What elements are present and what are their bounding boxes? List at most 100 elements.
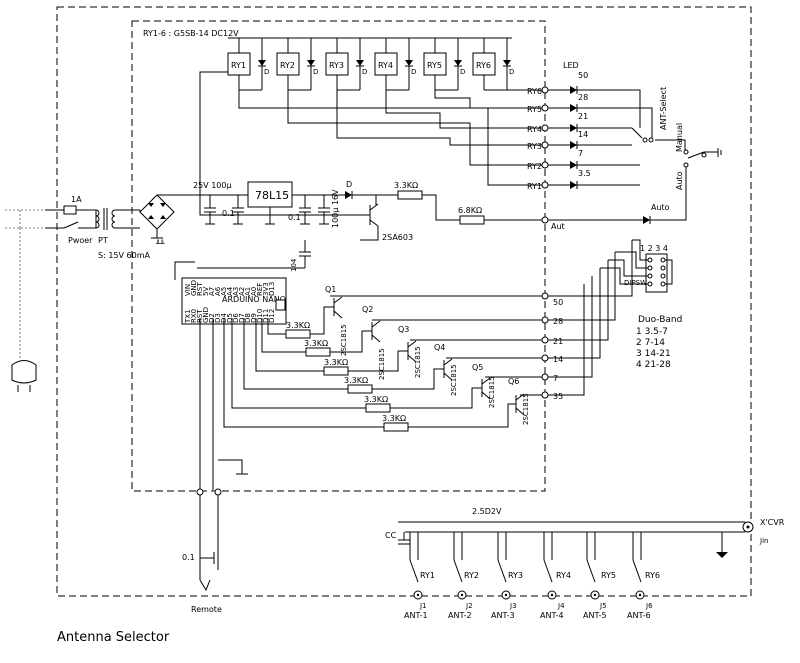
led-band-label: 21 [578,112,588,121]
led-band-label: 7 [578,149,583,158]
jack-label: J3 [509,602,517,610]
auto-label: Auto [675,171,684,190]
diode-label: D [411,68,416,76]
pin-label: RX0 [190,309,198,323]
pin-label: D2 [208,313,216,323]
jack-label: J4 [557,602,565,610]
pin-label: D12 [268,309,276,323]
pin-label: REF [256,283,264,296]
terminal-ry1 [541,181,549,189]
duo-band-row: 3 14-21 [636,349,671,359]
transistor-name: Q6 [508,377,519,386]
antenna-relay-2: RY2 J2 ANT-2 [448,532,479,620]
transistor-type: 2SC1815 [414,346,422,378]
antenna-relay-label: RY6 [645,571,660,580]
antenna-relay-label: RY3 [508,571,523,580]
arduino-nano: ARDUINO NANO [181,277,287,325]
antenna-label: ANT-4 [540,611,564,620]
auto-led-label: Auto [651,203,670,212]
resistor-label: 3.3KΩ [382,414,406,423]
coax-label: 2.5D2V [472,507,502,516]
transistor-q4: Q4 2SC1815 [434,343,458,396]
transistor-name: Q1 [325,285,336,294]
antenna-label: ANT-6 [627,611,651,620]
power-input [5,209,45,392]
jack-label: J2 [465,602,473,610]
diode-d-label: D [346,180,352,189]
band-input-label: 50 [553,298,563,307]
relay-coil-ry5: RY5 D [423,38,465,91]
ac-plug-icon [11,360,37,384]
terminal-label: RY3 [527,142,542,151]
pin-label: VIN [184,284,192,296]
pin-label: A3 [232,287,240,296]
terminal-ry2 [541,161,549,169]
led-band-label: 28 [578,93,588,102]
jin-label: Jin [759,537,768,545]
terminal-label: RY4 [527,125,542,134]
resistor-label: 3.3KΩ [286,321,310,330]
pin-label: D3 [214,313,222,323]
terminal-ry5 [541,104,549,112]
remote-terminal [196,488,204,496]
terminal-ry6 [541,86,549,94]
antenna-relay-label: RY2 [464,571,479,580]
relay-coil-ry3: RY3 D [325,38,367,91]
duo-band-title: Duo-Band [638,315,682,325]
remote-terminal [214,488,222,496]
band-input-label: 28 [553,317,563,326]
resistor-33k [397,190,423,200]
pin-label: GND [190,280,198,296]
resistor-label: 3.3KΩ [394,181,418,190]
band-input-label: 35 [553,392,563,401]
diode-label: D [460,68,465,76]
transistor-name: Q2 [362,305,373,314]
cap-01a-label: 0.1 [222,209,235,218]
pin-label: RST [196,309,204,323]
terminal-label: RY5 [527,105,542,114]
manual-auto-switch [687,151,705,159]
antenna-relay-label: RY4 [556,571,571,580]
relay-coil-label: RY6 [476,61,491,70]
diode-label: D [362,68,367,76]
ant-select-label: ANT-Select [659,87,668,130]
pin-label: A1 [244,287,252,296]
band-input-terminals: 50 28 21 14 7 35 [541,292,563,401]
transformer-label: PT [98,236,108,245]
arduino-top-pins: VIN GND RST 5V A7 A6 A5 A4 A3 A2 A1 A0 R… [184,280,276,296]
pin-label: A0 [250,287,258,296]
jack-label: J6 [645,602,653,610]
arduino-title: ARDUINO NANO [222,295,286,304]
controller-board-border [131,20,546,492]
relay-coil-label: RY4 [378,61,393,70]
pnp-label: 2SA603 [382,233,413,242]
diode-label: D [313,68,318,76]
pin-label: A2 [238,287,246,296]
pin-label: D9 [250,313,258,323]
band-input-label: 7 [553,374,558,383]
relay-coil-ry2: RY2 D [276,38,318,91]
pin-label: RST [196,282,204,296]
power-switch-label: Pwoer [68,236,93,245]
driver-transistors: Q1 2SC1815 Q2 2SC1815 Q3 2SC1815 Q4 2SC1… [325,285,530,425]
pin-label: D11 [262,309,270,323]
led-indicators: 50 28 21 14 7 3.5 [548,71,640,189]
led-label: LED [563,61,579,70]
band-input-label: 21 [553,337,563,346]
jack-label: J1 [419,602,427,610]
transistor-name: Q3 [398,325,409,334]
regulator-label: 78L15 [255,189,289,202]
diode-label: D [509,68,514,76]
jack-label: J5 [599,602,607,610]
antenna-relay-label: RY5 [601,571,616,580]
transformer [95,208,116,230]
cc-label: CC [385,531,397,540]
relay-coil-ry4: RY4 D [374,38,416,91]
pin-label: D6 [232,313,240,323]
cap-25v-label: 25V 100μ [193,181,232,190]
relay-coil-label: RY2 [280,61,295,70]
terminal-label: RY1 [527,182,542,191]
relay-coil-ry6: RY6 D [472,38,514,91]
relay-coil-label: RY3 [329,61,344,70]
led-band-label: 3.5 [578,169,591,178]
